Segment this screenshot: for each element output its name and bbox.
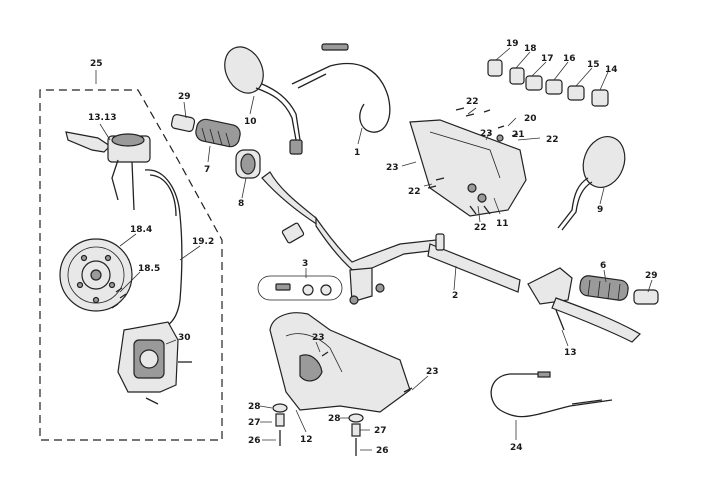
callout-labels: 25 13.13 29 10 1 19 18 17 16 15 14 22 20…	[88, 39, 658, 456]
callout-15: 15	[587, 60, 600, 70]
callout-27-right: 27	[374, 426, 387, 436]
callout-7: 7	[204, 165, 210, 175]
callout-21: 21	[512, 130, 525, 140]
brake-caliper[interactable]	[117, 321, 192, 405]
callout-26-right: 26	[376, 446, 389, 456]
brake-cable[interactable]	[490, 371, 613, 418]
callout-14: 14	[605, 65, 618, 75]
callout-22-left: 22	[408, 187, 421, 197]
callout-8: 8	[238, 199, 244, 209]
callout-9: 9	[597, 205, 603, 215]
callout-19: 19	[506, 39, 519, 49]
brake-assembly-boundary	[39, 89, 223, 441]
callout-20: 20	[524, 114, 537, 124]
rear-brake-lever[interactable]	[527, 267, 641, 343]
callout-18-4: 18.4	[130, 225, 152, 235]
front-brake-lever[interactable]	[65, 131, 151, 211]
callout-11: 11	[496, 219, 509, 229]
callout-23-cover: 23	[312, 333, 325, 343]
handlebar[interactable]	[261, 171, 521, 305]
throttle-cable[interactable]	[291, 43, 391, 133]
left-mirror[interactable]	[218, 41, 303, 155]
right-mirror[interactable]	[557, 131, 632, 231]
headlight-cover[interactable]	[409, 119, 527, 217]
callout-27-left: 27	[248, 418, 261, 428]
left-grip[interactable]	[194, 118, 242, 149]
handlebar-lower-cover[interactable]	[269, 312, 411, 413]
callout-19-2: 19.2	[192, 237, 214, 247]
leader-lines	[95, 47, 653, 451]
callout-22-top: 22	[466, 97, 479, 107]
callout-22-right: 22	[546, 135, 559, 145]
callout-23-left: 23	[386, 163, 399, 173]
disc-bolts	[111, 287, 127, 309]
callout-13: 13	[564, 348, 577, 358]
callout-17: 17	[541, 54, 554, 64]
callout-12: 12	[300, 435, 313, 445]
callout-23-cover-right: 23	[426, 367, 439, 377]
callout-18: 18	[524, 44, 537, 54]
screws	[427, 107, 519, 215]
callout-16: 16	[563, 54, 576, 64]
lower-screws	[321, 351, 413, 393]
callout-24: 24	[510, 443, 523, 453]
bushing-stack-left[interactable]	[272, 403, 288, 446]
callout-29-right: 29	[645, 271, 658, 281]
callout-10: 10	[244, 117, 257, 127]
callout-28-left: 28	[248, 402, 261, 412]
mounting-kit[interactable]	[257, 275, 343, 301]
callout-6: 6	[600, 261, 606, 271]
callout-23-upper: 23	[480, 129, 493, 139]
left-switch-housing[interactable]	[235, 149, 261, 179]
callout-2: 2	[452, 291, 458, 301]
callout-28-right: 28	[328, 414, 341, 424]
callout-18-5: 18.5	[138, 264, 160, 274]
right-bar-end-weight[interactable]	[633, 289, 659, 305]
brake-hose[interactable]	[144, 169, 183, 326]
callout-22-bottom: 22	[474, 223, 487, 233]
callout-1: 1	[354, 148, 360, 158]
callout-29-left: 29	[178, 92, 191, 102]
callout-13-13: 13.13	[88, 113, 116, 123]
left-bar-end-weight[interactable]	[170, 114, 196, 132]
right-grip[interactable]	[579, 275, 629, 301]
callout-25: 25	[90, 59, 103, 69]
callout-26-left: 26	[248, 436, 261, 446]
callout-3: 3	[302, 259, 308, 269]
callout-30: 30	[178, 333, 191, 343]
brake-disc[interactable]	[59, 238, 133, 312]
